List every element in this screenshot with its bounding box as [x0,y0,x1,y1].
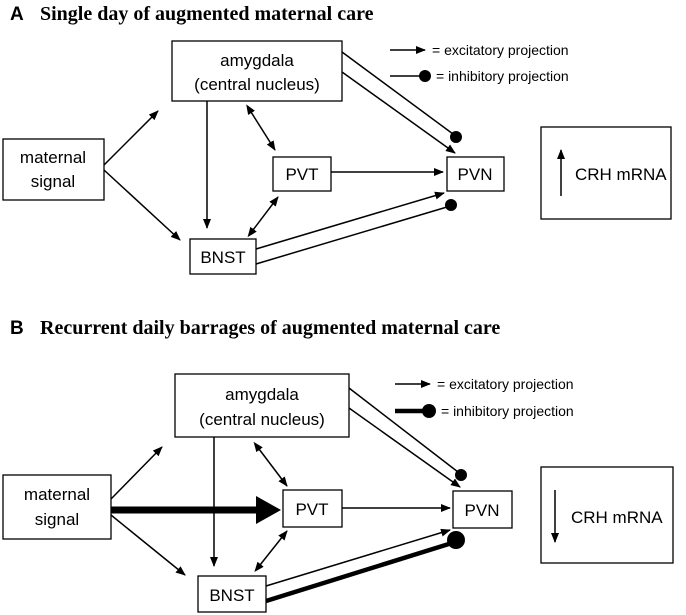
maternal-label: maternal [20,148,86,167]
inhibitory-terminal-icon [450,131,462,143]
panel-b-letter: B [10,318,24,339]
maternal-label: maternal [24,485,90,504]
pvt-box [282,489,343,528]
edge-bnst-pvt [254,530,288,573]
pvt-label: PVT [295,500,328,519]
panel-a-title: Single day of augmented maternal care [40,3,374,25]
edge-bnst-pvn-excitatory [265,528,451,587]
edge-maternal-amygdala [110,446,163,500]
legend-inhibitory-label: = inhibitory projection [441,403,574,419]
strong-arrowhead-icon [256,496,281,524]
amygdala-label: amygdala [220,51,294,70]
amygdala-box [171,40,343,102]
edge-bnst-pvt [247,196,279,238]
panel-a-letter: A [10,4,24,25]
bnst-box [197,575,267,613]
bnst-box [189,238,257,275]
signal-label: signal [35,510,79,529]
result-box [540,466,674,564]
pvn-box [446,156,505,192]
panel-a: A Single day of augmented maternal care … [2,3,672,275]
panel-b: B Recurrent daily barrages of augmented … [2,317,674,613]
edge-bnst-pvn-excitatory [255,191,445,250]
edge-bnst-pvn-inhibitory [255,206,448,265]
edge-maternal-bnst [103,169,181,241]
result-label: CRH mRNA [575,165,667,184]
bnst-label: BNST [200,248,245,267]
legend-excitatory-label: = excitatory projection [437,376,574,392]
edge-amygdala-pvt [253,441,288,487]
legend-inhibitory-label: = inhibitory projection [436,68,569,84]
signal-label: signal [31,172,75,191]
legend-excitatory-label: = excitatory projection [432,42,569,58]
pvn-label: PVN [458,165,493,184]
maternal-signal-box [2,138,105,201]
edge-maternal-bnst [110,514,186,576]
edge-maternal-amygdala [103,110,159,166]
pvn-box [452,490,513,529]
inhibitory-terminal-icon [455,469,467,481]
result-box [540,126,672,220]
edge-amygdala-pvn-excitatory [341,71,456,154]
edge-bnst-pvn-inhibitory-strong [265,540,453,604]
edge-amygdala-pvn-excitatory [348,407,461,488]
legend-inhibitory-dot-icon [422,404,436,418]
edge-amygdala-pvn-inhibitory [341,51,454,135]
amygdala-box [174,373,350,438]
bnst-label: BNST [209,586,254,605]
panel-b-title: Recurrent daily barrages of augmented ma… [40,317,500,339]
inhibitory-terminal-icon [445,199,457,211]
pvt-label: PVT [285,165,318,184]
edge-amygdala-pvn-inhibitory [348,387,459,473]
pvt-box [272,156,332,192]
amygdala-sublabel: (central nucleus) [194,75,320,94]
inhibitory-terminal-icon [447,531,465,549]
legend-inhibitory-dot-icon [419,70,431,82]
edge-amygdala-pvt [246,104,276,151]
pvn-label: PVN [465,501,500,520]
amygdala-label: amygdala [225,385,299,404]
amygdala-sublabel: (central nucleus) [199,410,325,429]
result-label: CRH mRNA [571,508,663,527]
